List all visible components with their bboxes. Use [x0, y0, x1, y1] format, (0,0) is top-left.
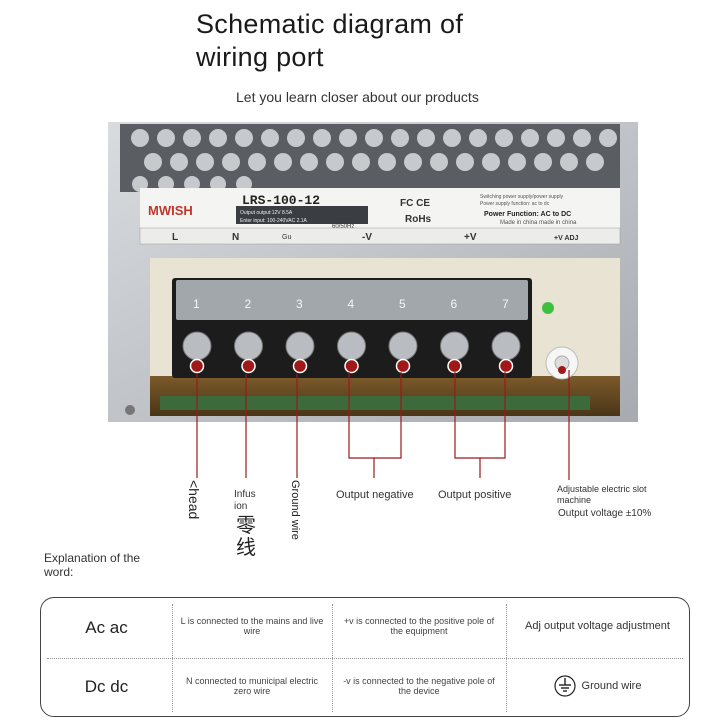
terminal-marker-6	[447, 358, 462, 374]
frequency-text: 60/50Hz	[332, 224, 354, 230]
cert-marks: FC CE	[400, 198, 430, 209]
glossary-table: Ac ac L is connected to the mains and li…	[40, 597, 690, 717]
terminal-number-4: 4	[348, 297, 355, 311]
label-sticker	[140, 188, 620, 228]
label-output-voltage: Output voltage ±10%	[558, 508, 652, 519]
terminal-number-2: 2	[245, 297, 252, 311]
desc-adj: Adj output voltage adjustment	[525, 620, 670, 632]
terminal-marker-4	[344, 358, 359, 374]
desc-ground: Ground wire	[506, 658, 689, 714]
power-supply-illustration: MWISH LRS-100-12 Output output:12V 8.5A …	[108, 122, 638, 422]
model-text: LRS-100-12	[242, 193, 320, 208]
terminal-label-positive: +V	[464, 232, 477, 243]
terminal-screw-3	[285, 331, 315, 361]
spec-line-1: Output output:12V 8.5A	[240, 210, 293, 216]
terminal-label-l: L	[172, 232, 178, 243]
terminal-marker-1	[189, 358, 205, 374]
ground-symbol-icon	[553, 675, 576, 697]
desc-n-zero: N connected to municipal electric zero w…	[185, 676, 319, 696]
label-output-negative: Output negative	[336, 489, 414, 501]
explanation-heading: Explanation of the word:	[44, 551, 140, 579]
terminal-screw-6	[440, 331, 469, 361]
desc-l-live: L is connected to the mains and live wir…	[180, 616, 324, 636]
title-line-2: wiring port	[196, 42, 324, 72]
terminal-label-n: N	[232, 232, 239, 243]
ground-wire-text: Ground wire	[581, 680, 642, 692]
term-dc: Dc dc	[84, 677, 129, 696]
terminal-screw-2	[234, 331, 263, 361]
power-function-text: Power Function: AC to DC	[484, 211, 571, 218]
subtitle: Let you learn closer about our products	[236, 89, 479, 105]
brand-text: MWISH	[148, 203, 193, 218]
board-edge	[160, 396, 590, 410]
terminal-label-strip	[139, 227, 621, 245]
terminal-number-1: 1	[193, 297, 200, 311]
terminal-number-7: 7	[502, 297, 509, 311]
title-line-1: Schematic diagram of	[196, 9, 464, 39]
terminal-number-6: 6	[451, 297, 458, 311]
terminal-marker-2	[241, 358, 256, 374]
terminal-marker-7	[498, 358, 514, 374]
label-output-positive: Output positive	[438, 489, 512, 501]
desc-negative: -v is connected to the negative pole of …	[343, 676, 495, 696]
desc-positive: +v is connected to the positive pole of …	[343, 616, 495, 636]
terminal-label-adj: +V ADJ	[554, 235, 579, 242]
terminal-cover	[176, 280, 528, 320]
terminal-label-negative: -V	[362, 232, 372, 243]
terminal-screw-5	[388, 331, 418, 361]
explanation-line-2: word:	[44, 565, 74, 579]
made-in-text: Made in china made in china	[500, 220, 577, 226]
label-adjustable: Adjustable electric slot machine	[557, 484, 647, 505]
label-head: <head	[186, 480, 202, 520]
label-zero-line: 零线	[236, 515, 256, 559]
status-led	[542, 302, 554, 314]
terminal-screw-4	[337, 331, 366, 361]
label-infusion: Infus ion	[234, 489, 256, 512]
adj-marker	[558, 366, 566, 374]
term-ac: Ac ac	[85, 618, 128, 637]
terminal-marker-5	[395, 358, 411, 374]
terminal-number-5: 5	[399, 297, 406, 311]
mount-hole	[125, 405, 135, 415]
vent-holes	[131, 129, 617, 192]
rohs-text: RoHs	[405, 214, 432, 225]
small-text-2: Power supply function: ac to dc	[480, 201, 550, 207]
spec-block	[236, 206, 368, 224]
terminal-screw-7	[491, 331, 521, 361]
terminal-screw-1	[182, 331, 212, 361]
spec-line-2: Enter input: 100-240VAC 2.1A	[240, 218, 308, 224]
terminal-number-3: 3	[296, 297, 303, 311]
page-title: Schematic diagram of wiring port	[196, 8, 463, 74]
terminal-label-gu: Gu	[282, 234, 291, 241]
small-text-1: Switching power supply/power supply	[480, 194, 564, 200]
terminal-marker-3	[292, 358, 308, 374]
label-ground-wire: Ground wire	[289, 480, 301, 540]
explanation-line-1: Explanation of the	[44, 551, 141, 565]
